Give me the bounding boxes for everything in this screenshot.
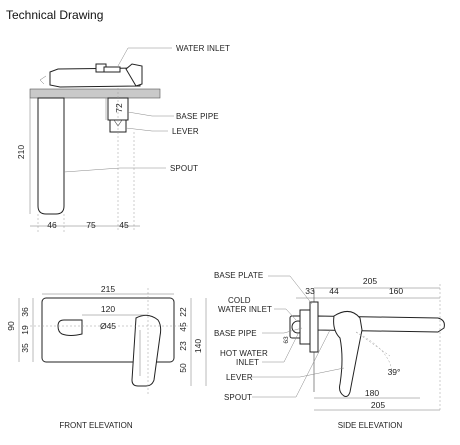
top-view: 210 72 46 75 45 WATER INLET BASE PIPE LE… bbox=[16, 44, 230, 232]
side-elevation: 205 33 44 160 63 39° 180 205 BASE PLATE … bbox=[214, 271, 445, 430]
dim-90: 90 bbox=[6, 321, 16, 331]
dim-63: 63 bbox=[283, 336, 290, 344]
dim-35: 35 bbox=[20, 343, 30, 353]
leader-side-spout bbox=[252, 329, 331, 398]
caption-side-elevation: SIDE ELEVATION bbox=[338, 421, 403, 430]
dim-45-right: 45 bbox=[178, 322, 188, 332]
front-elevation: 215 120 Ø45 90 36 19 35 22 45 23 50 140 … bbox=[6, 284, 207, 430]
page-title: Technical Drawing bbox=[6, 8, 104, 22]
inlet-valve bbox=[125, 63, 143, 87]
leader-water-inlet bbox=[117, 47, 172, 67]
leader-lever bbox=[125, 127, 168, 132]
label-cold-inlet-1: COLD bbox=[228, 296, 251, 305]
leader-hot-inlet bbox=[262, 333, 299, 363]
dim-205-bottom: 205 bbox=[371, 400, 385, 410]
dim-205-top: 205 bbox=[363, 276, 377, 286]
side-base-plate bbox=[309, 301, 319, 353]
dim-180: 180 bbox=[365, 388, 379, 398]
dim-dia-45: Ø45 bbox=[100, 321, 116, 331]
leader-base-pipe bbox=[127, 111, 174, 117]
dim-45: 45 bbox=[119, 220, 129, 230]
dim-50: 50 bbox=[178, 363, 188, 373]
leader-spout bbox=[63, 167, 166, 173]
front-lever bbox=[131, 314, 162, 387]
label-side-spout: SPOUT bbox=[224, 393, 252, 402]
dim-22: 22 bbox=[178, 307, 188, 317]
label-water-inlet: WATER INLET bbox=[176, 44, 230, 53]
dim-19: 19 bbox=[20, 325, 30, 335]
caption-front-elevation: FRONT ELEVATION bbox=[59, 421, 133, 430]
label-spout: SPOUT bbox=[170, 164, 198, 173]
dim-140: 140 bbox=[193, 339, 203, 353]
front-spout-outlet bbox=[57, 319, 83, 336]
dim-160: 160 bbox=[389, 286, 403, 296]
leader-side-base-pipe bbox=[262, 327, 303, 334]
dim-angle-39: 39° bbox=[388, 367, 401, 377]
water-inlet-body bbox=[49, 67, 141, 88]
dim-33: 33 bbox=[305, 286, 315, 296]
dim-75: 75 bbox=[86, 220, 96, 230]
dim-215: 215 bbox=[101, 284, 115, 294]
dim-44: 44 bbox=[329, 286, 339, 296]
label-base-plate: BASE PLATE bbox=[214, 271, 263, 280]
label-lever: LEVER bbox=[172, 127, 199, 136]
side-lever-arc bbox=[355, 331, 393, 373]
dim-210: 210 bbox=[16, 145, 26, 159]
dim-36: 36 bbox=[20, 307, 30, 317]
label-hot-inlet-2: INLET bbox=[236, 358, 259, 367]
leader-base-plate bbox=[268, 275, 313, 305]
dim-23: 23 bbox=[178, 341, 188, 351]
inlet-left-cap bbox=[39, 75, 47, 85]
label-hot-inlet-1: HOT WATER bbox=[220, 349, 268, 358]
side-lever bbox=[333, 311, 363, 397]
dim-46: 46 bbox=[47, 220, 57, 230]
leader-cold-inlet bbox=[274, 308, 297, 321]
dim-72: 72 bbox=[114, 103, 124, 113]
label-base-pipe: BASE PIPE bbox=[176, 112, 219, 121]
dim-120: 120 bbox=[101, 304, 115, 314]
wall-surface bbox=[29, 88, 161, 99]
label-side-lever: LEVER bbox=[226, 373, 253, 382]
leader-side-lever bbox=[250, 367, 345, 378]
inlet-connector bbox=[103, 66, 121, 73]
spout-shape bbox=[37, 97, 65, 215]
label-cold-inlet-2: WATER INLET bbox=[218, 305, 272, 314]
side-lever-swing bbox=[355, 331, 391, 357]
side-base-pipe bbox=[299, 309, 311, 345]
label-side-base-pipe: BASE PIPE bbox=[214, 329, 257, 338]
